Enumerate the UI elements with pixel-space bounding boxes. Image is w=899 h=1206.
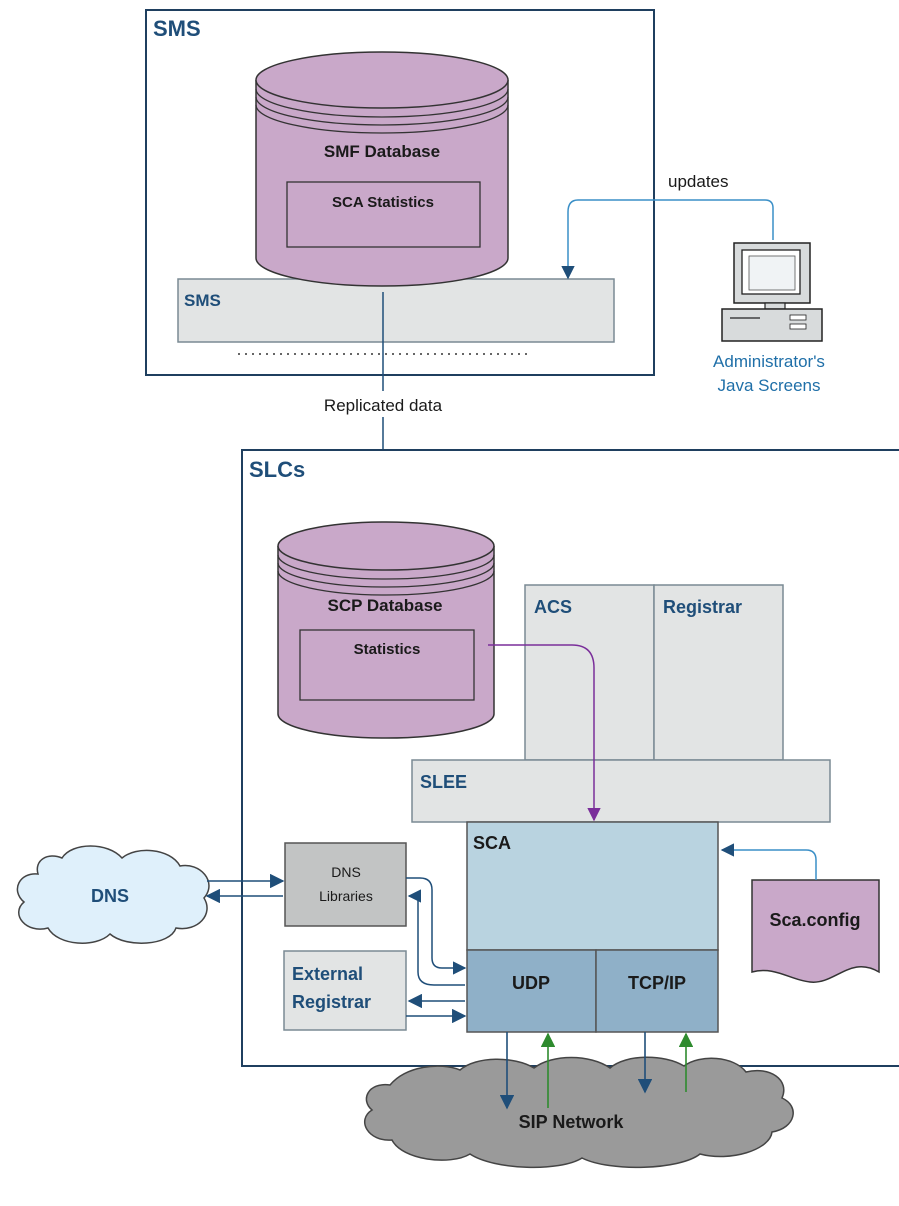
dns-libraries-line2: Libraries [319, 888, 373, 904]
sms-bar-label: SMS [184, 291, 221, 310]
statistics-label: Statistics [354, 641, 421, 658]
computer-icon [721, 242, 823, 342]
admin-label-line2: Java Screens [718, 376, 821, 395]
config-to-sca-arrow [720, 843, 817, 880]
tcpip-label: TCP/IP [628, 973, 686, 993]
statistics-box [299, 629, 475, 701]
statistics-to-sca-arrow [488, 644, 601, 822]
registrar-box [653, 584, 784, 761]
sip-network-label: SIP Network [519, 1112, 625, 1132]
sca-config-label: Sca.config [769, 910, 860, 930]
dns-libraries-line1: DNS [331, 864, 361, 880]
external-registrar-box [283, 950, 407, 1031]
libs-to-udp-arrow [406, 877, 467, 975]
scp-database-title: SCP Database [328, 596, 443, 615]
external-registrar-line2: Registrar [292, 992, 371, 1012]
sms-box-title: SMS [153, 16, 201, 41]
sca-statistics-label: SCA Statistics [332, 194, 434, 211]
smf-database [255, 51, 509, 287]
updates-label: updates [668, 172, 729, 191]
dns-libraries-box [284, 842, 407, 927]
admin-label-line1: Administrator's [713, 352, 825, 371]
updates-arrow [561, 199, 774, 280]
udp-to-libs-arrow [407, 889, 465, 986]
replicated-data-label: Replicated data [324, 396, 443, 415]
sca-config-document [751, 879, 880, 983]
smf-database-title: SMF Database [324, 142, 440, 161]
slee-label: SLEE [420, 772, 467, 792]
external-registrar-line1: External [292, 964, 363, 984]
sms-bar [177, 278, 615, 343]
sca-label: SCA [473, 833, 511, 853]
udp-box [466, 949, 597, 1033]
dns-cloud-label: DNS [91, 886, 129, 906]
tcpip-box [595, 949, 719, 1033]
udp-label: UDP [512, 973, 550, 993]
acs-label: ACS [534, 597, 572, 617]
registrar-label: Registrar [663, 597, 742, 617]
sca-statistics-box [286, 181, 481, 248]
dns-cloud [16, 845, 210, 944]
slc-box-title: SLCs [249, 457, 305, 482]
sca-box [466, 821, 719, 951]
slee-bar [411, 759, 831, 823]
